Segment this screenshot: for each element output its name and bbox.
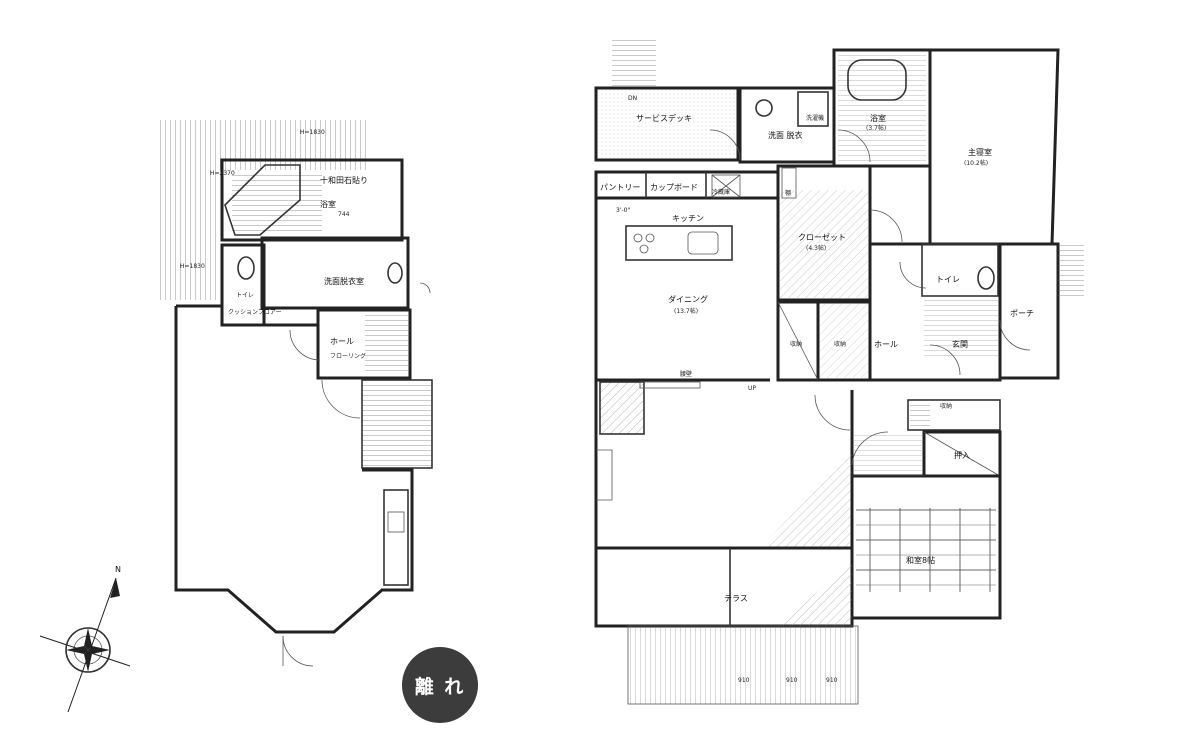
- kitchen-island: [625, 225, 733, 261]
- main-washbasin: [755, 99, 773, 117]
- label-master-size: (10.2帖): [964, 159, 988, 167]
- annex-deck: [160, 120, 370, 170]
- label-laundry: 洗濯機: [806, 114, 824, 122]
- annex-label-toilet: トイレ: [236, 292, 254, 299]
- label-up: UP: [748, 385, 756, 392]
- label-toilet: トイレ: [936, 275, 960, 284]
- label-kitchen: キッチン: [672, 214, 704, 223]
- annex-label-floor: 十和田石貼り: [320, 175, 368, 185]
- tatami-mats: [856, 508, 996, 592]
- annex-building: [160, 120, 433, 667]
- label-closet: クローゼット: [798, 232, 846, 242]
- label-fridge: 冷蔵庫: [712, 188, 730, 196]
- lower-deck: [628, 626, 858, 704]
- label-bathroom: 浴室: [870, 113, 886, 123]
- annex-counter: [383, 489, 409, 586]
- fireplace: [600, 382, 644, 434]
- annex-label-cushion: クッションフロアー: [228, 309, 281, 316]
- annex-label-hall: ホール: [330, 337, 354, 346]
- label-closet-size: (4.3帖): [806, 244, 826, 252]
- annex-label-bath: 浴室: [320, 199, 336, 209]
- annex-dim-2: H=2370: [210, 170, 235, 177]
- label-cupboard: カップボード: [650, 183, 698, 192]
- annex-stair: [362, 380, 432, 468]
- annex-deck-side: [160, 170, 220, 300]
- annex-bath-floor: [232, 175, 322, 235]
- label-koshikabe: 腰壁: [680, 370, 692, 378]
- label-pantry: パントリー: [600, 183, 640, 192]
- label-dining: ダイニング: [668, 294, 708, 304]
- label-dim-c: 910: [826, 677, 838, 684]
- label-angle: 3'-0": [616, 207, 630, 214]
- label-hall: ホール: [874, 340, 898, 349]
- label-storage-1: 収納: [790, 340, 802, 348]
- compass-rose: [39, 577, 131, 713]
- annex-badge-label: 離 れ: [414, 675, 466, 698]
- label-storage-2: 収納: [834, 340, 846, 348]
- label-storage-3: 収納: [940, 402, 952, 410]
- label-shelf: 棚: [785, 189, 791, 197]
- label-dim-b: 910: [786, 677, 798, 684]
- label-washroom: 洗面 脱衣: [768, 130, 803, 140]
- label-dining-size: (13.7帖): [674, 307, 698, 315]
- annex-sink: [387, 262, 403, 284]
- annex-toilet-fixture: [237, 256, 255, 280]
- compass-north-label: N: [115, 565, 121, 574]
- annex-dim-3: H=1830: [180, 263, 205, 270]
- annex-label-wash: 洗面脱衣室: [324, 276, 364, 286]
- annex-badge: 離 れ: [402, 647, 478, 723]
- label-bathroom-size: (3.7帖): [866, 124, 886, 132]
- main-bathtub: [847, 59, 907, 101]
- label-dn: DN: [628, 95, 637, 102]
- annex-label-bath-dim: 744: [338, 211, 350, 218]
- annex-dim-1: H=1830: [300, 129, 325, 136]
- main-toilet-fixture: [977, 266, 995, 290]
- annex-label-flooring: フローリング: [330, 352, 366, 360]
- label-terrace: テラス: [724, 594, 748, 603]
- label-service-deck: サービスデッキ: [636, 113, 692, 123]
- main-washer: [797, 91, 829, 127]
- label-dim-a: 910: [738, 677, 750, 684]
- main-house: [594, 38, 1084, 705]
- label-washitsu: 和室8帖: [906, 555, 935, 565]
- label-master-bedroom: 主寝室: [968, 147, 992, 157]
- label-entrance: 玄関: [952, 339, 968, 349]
- main-stair-top: [612, 38, 656, 88]
- label-porch: ポーチ: [1010, 309, 1034, 318]
- label-oshiire: 押入: [954, 450, 970, 460]
